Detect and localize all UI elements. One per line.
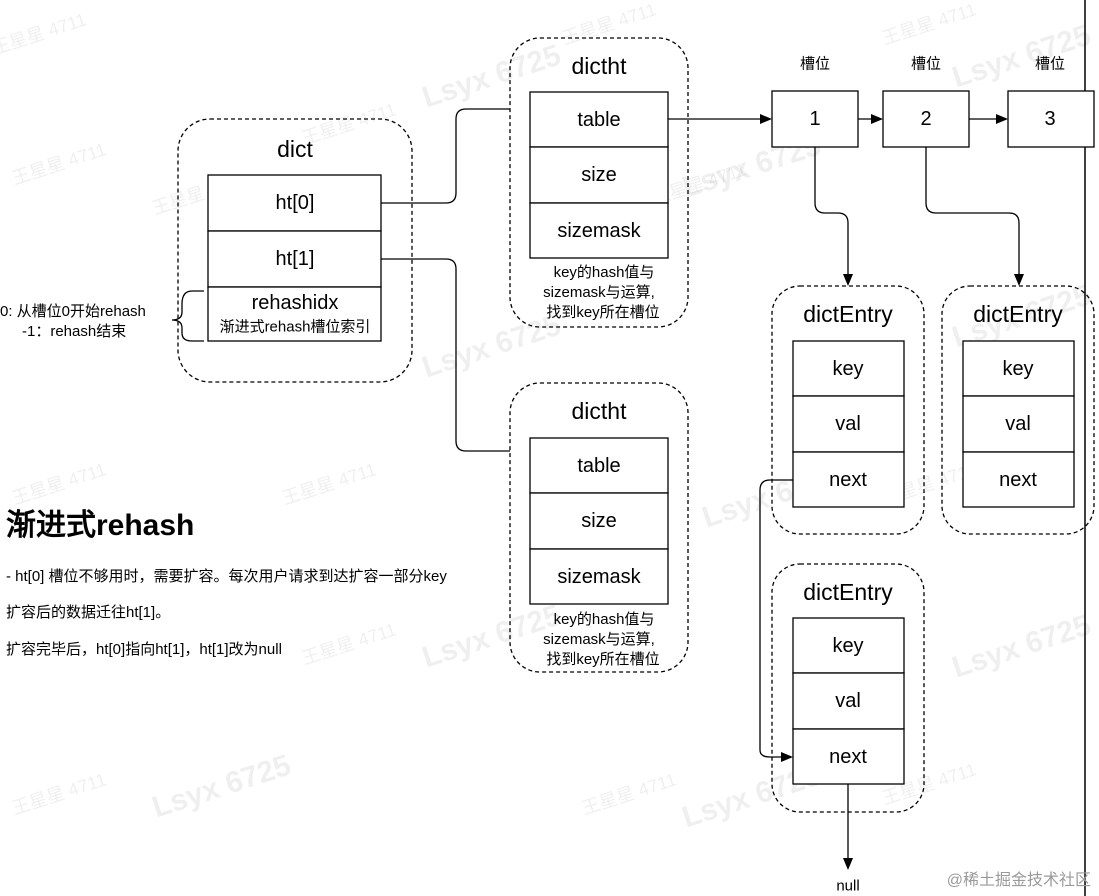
dictht-top-sizemask-cell <box>529 202 669 259</box>
dict-entry-a-key-cell <box>792 340 905 397</box>
dict-entry-a-title: dictEntry <box>803 301 893 327</box>
dict-entry-c-group: dictEntry key val next <box>771 563 925 813</box>
dict-group: dict ht[0] ht[1] rehashidx 渐进式rehash槽位索引 <box>177 118 413 383</box>
slot1-to-entry-arrow <box>814 147 853 286</box>
rehash-brace <box>171 290 204 342</box>
dictht-top-note-1: key的hash值与 <box>554 264 655 281</box>
dict-entry-b-val-label: val <box>1005 413 1031 435</box>
dict-entry-b-title: dictEntry <box>973 301 1063 327</box>
dict-entry-a-val-cell <box>792 395 905 453</box>
dict-entry-b-key-cell <box>962 340 1075 397</box>
dict-ht0-label: ht[0] <box>276 192 315 214</box>
dict-entry-a-val-label: val <box>835 413 861 435</box>
dictht-bottom-container <box>509 382 689 673</box>
dictht-top-title: dictht <box>572 53 628 79</box>
dictht-bottom-note-2: sizemask与运算, <box>543 630 655 648</box>
dict-entry-b-container <box>941 285 1095 535</box>
dict-entry-b-key-label: key <box>1002 358 1033 380</box>
dictht-top-size-label: size <box>581 164 617 186</box>
dict-entry-a-group: dictEntry key val next <box>771 285 925 535</box>
dict-ht1-label: ht[1] <box>276 248 315 270</box>
rehash-note-end: -1：rehash结束 <box>22 323 126 340</box>
dictht-bottom-table-cell <box>529 437 669 494</box>
dict-entry-c-key-label: key <box>832 635 863 657</box>
dict-entry-a-container <box>771 285 925 535</box>
section-line-2: 扩容后的数据迁往ht[1]。 <box>6 604 171 621</box>
dict-entry-a-next-cell <box>792 451 905 508</box>
dictht-top-table-label: table <box>577 109 620 131</box>
dict-title: dict <box>277 136 313 162</box>
slot2-to-entry-arrow <box>925 147 1024 286</box>
ht1-to-dictht-connector <box>381 258 510 452</box>
slot-3-caption: 槽位 <box>1035 56 1065 73</box>
dictht-top-table-cell <box>529 91 669 148</box>
dictht-top-sizemask-label: sizemask <box>557 220 641 242</box>
slot-1-value: 1 <box>809 108 820 130</box>
dict-rehashidx-label: rehashidx <box>252 292 339 314</box>
dict-entry-c-next-cell <box>792 728 905 785</box>
dictht-top-container <box>509 37 689 328</box>
dictht-bottom-note-3: 找到key所在槽位 <box>546 651 659 668</box>
dictht-bottom-table-label: table <box>577 455 620 477</box>
slot-1-caption: 槽位 <box>800 56 830 73</box>
dictht-top-note-2: sizemask与运算, <box>543 283 655 301</box>
dict-entry-c-title: dictEntry <box>803 579 893 605</box>
section-line-3: 扩容完毕后，ht[0]指向ht[1]，ht[1]改为null <box>6 641 282 658</box>
slot-2-caption: 槽位 <box>911 56 941 73</box>
credit-label: @稀土掘金技术社区 <box>946 872 1091 889</box>
entry-a-next-to-entry-c-arrow <box>759 479 793 762</box>
dict-entry-b-next-label: next <box>999 469 1037 491</box>
section-line-1: - ht[0] 槽位不够用时，需要扩容。每次用户请求到达扩容一部分key <box>6 568 447 585</box>
dict-entry-c-val-cell <box>792 672 905 730</box>
null-label: null <box>836 878 859 895</box>
slot-1-box <box>771 90 859 148</box>
slot-3-box <box>1007 90 1095 148</box>
dictht-bottom-title: dictht <box>572 398 628 424</box>
dict-entry-c-val-label: val <box>835 690 861 712</box>
slots-group: 槽位 槽位 槽位 1 2 3 <box>771 56 1095 148</box>
dictht-bottom-size-label: size <box>581 510 617 532</box>
dict-container <box>177 118 413 383</box>
dict-entry-a-key-label: key <box>832 358 863 380</box>
dictht-top-size-cell <box>529 146 669 204</box>
dictht-bottom-sizemask-cell <box>529 548 669 605</box>
dict-entry-b-group: dictEntry key val next <box>941 285 1095 535</box>
dict-rehashidx-desc: 渐进式rehash槽位索引 <box>220 319 371 336</box>
section-heading: 渐进式rehash <box>6 509 195 542</box>
dictht-bottom-size-cell <box>529 492 669 550</box>
dictht-top-group: dictht table size sizemask key的hash值与 si… <box>509 37 689 328</box>
dictht-bottom-note-1: key的hash值与 <box>554 611 655 628</box>
dict-entry-c-next-label: next <box>829 746 867 768</box>
dict-entry-c-key-cell <box>792 617 905 674</box>
dict-rehashidx-cell <box>207 286 382 342</box>
dict-entry-a-next-label: next <box>829 469 867 491</box>
ht0-to-dictht-connector <box>381 108 510 204</box>
slot-3-value: 3 <box>1044 108 1055 130</box>
dictht-top-note-3: 找到key所在槽位 <box>546 304 659 321</box>
dict-entry-b-val-cell <box>962 395 1075 453</box>
rehash-note-start: 0: 从槽位0开始rehash <box>0 303 146 320</box>
dict-entry-b-next-cell <box>962 451 1075 508</box>
slot-2-value: 2 <box>920 108 931 130</box>
dictht-bottom-group: dictht table size sizemask key的hash值与 si… <box>509 382 689 673</box>
dictht-bottom-sizemask-label: sizemask <box>557 566 641 588</box>
